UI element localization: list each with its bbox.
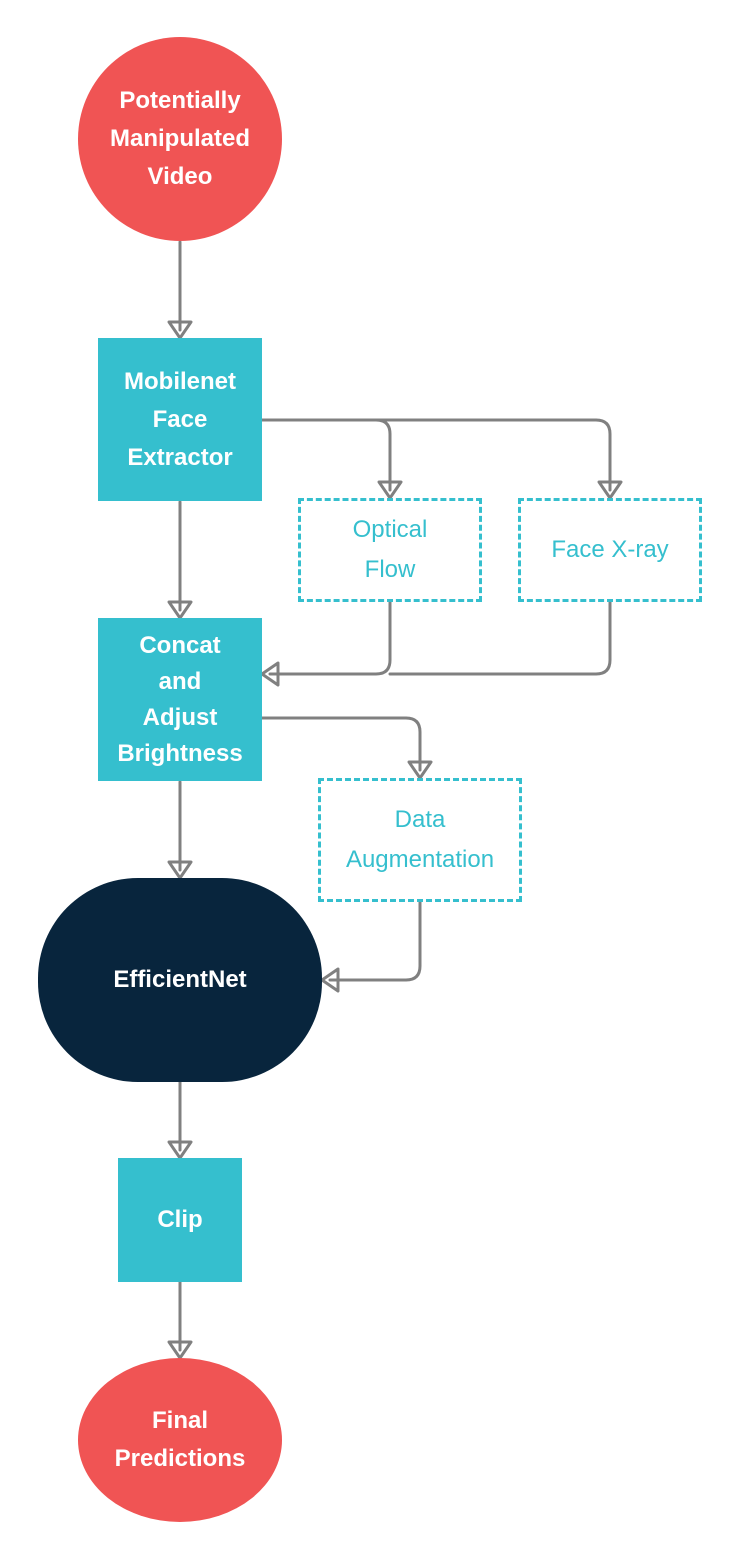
node-label: Concat <box>139 631 221 659</box>
node-label: Predictions <box>114 1445 246 1472</box>
arrowhead-extractor <box>167 320 193 340</box>
input-video-node: Potentially Manipulated Video <box>78 37 282 241</box>
node-label: Manipulated <box>109 125 250 152</box>
node-label: Flow <box>364 556 416 583</box>
node-label: EfficientNet <box>113 966 247 993</box>
arrowhead-efficientnet-top <box>167 860 193 880</box>
node-label: and <box>158 667 202 695</box>
arrowhead-concat-top <box>167 600 193 620</box>
optical-flow-node: Optical Flow <box>298 498 482 602</box>
edge-augment-to-efficientnet <box>328 900 422 982</box>
edge-optical-to-concat <box>268 600 392 676</box>
arrowhead-concat-side <box>260 661 280 687</box>
edge-extractor-to-xray <box>374 418 612 492</box>
node-label: Data <box>394 806 446 833</box>
node-label: Potentially <box>119 87 241 114</box>
node-label: Clip <box>157 1206 203 1233</box>
edge-extractor-to-optical <box>260 418 392 492</box>
edge-concat-to-augment <box>260 716 422 772</box>
node-label: Final <box>151 1407 208 1434</box>
arrowhead-optical <box>377 480 403 500</box>
node-label: Optical <box>352 516 428 543</box>
node-label: Face <box>152 405 208 433</box>
node-label: Face X-ray <box>551 536 669 563</box>
data-augmentation-node: Data Augmentation <box>318 778 522 902</box>
edge-xray-to-concat <box>388 600 612 676</box>
node-label: Extractor <box>127 443 233 471</box>
arrowhead-efficientnet-side <box>320 967 340 993</box>
final-predictions-node: Final Predictions <box>78 1358 282 1522</box>
clip-node: Clip <box>118 1158 242 1282</box>
node-label: Brightness <box>117 739 243 767</box>
arrowhead-clip <box>167 1140 193 1160</box>
node-label: Video <box>147 163 213 190</box>
arrowhead-xray <box>597 480 623 500</box>
node-label: Augmentation <box>345 846 495 873</box>
concat-adjust-node: Concat and Adjust Brightness <box>98 618 262 781</box>
face-xray-node: Face X-ray <box>518 498 702 602</box>
efficientnet-node: EfficientNet <box>38 878 322 1082</box>
node-label: Adjust <box>142 703 218 731</box>
node-label: Mobilenet <box>124 367 236 395</box>
arrowhead-augment <box>407 760 433 780</box>
arrowhead-final <box>167 1340 193 1360</box>
face-extractor-node: Mobilenet Face Extractor <box>98 338 262 501</box>
